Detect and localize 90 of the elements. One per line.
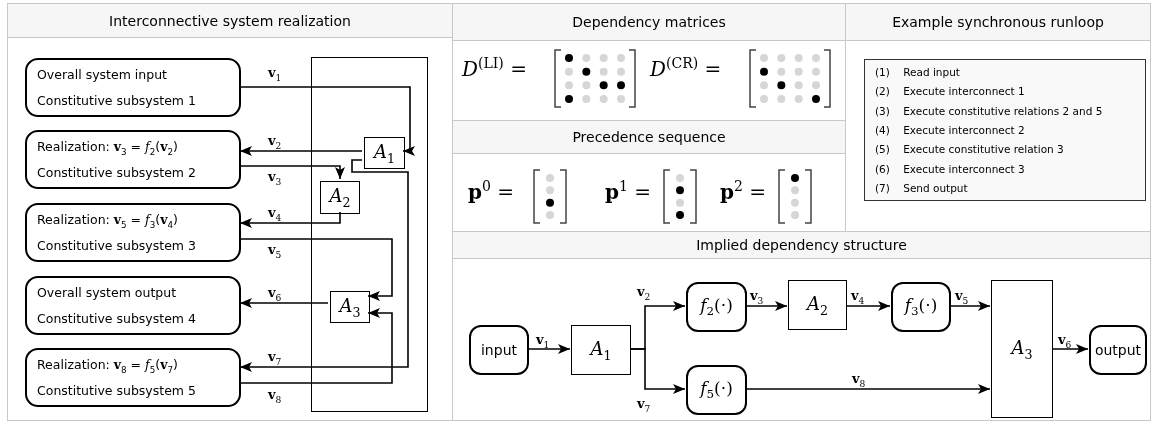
arrow xyxy=(239,165,345,180)
terminal-box xyxy=(1089,325,1147,375)
math-label: D$^{(CR)}$ = xyxy=(650,55,722,81)
arrow xyxy=(845,301,891,311)
interconnect-block xyxy=(991,280,1053,418)
terminal-box xyxy=(469,325,529,375)
edge-label: v$_{3}$ xyxy=(268,170,282,187)
edge-label: v$_{3}$ xyxy=(750,289,764,306)
arrow xyxy=(239,211,341,228)
box-text: output xyxy=(1094,342,1142,358)
arrow xyxy=(629,348,686,394)
math-label: D$^{(LI)}$ = xyxy=(462,55,527,81)
edge-label: v$_{4}$ xyxy=(268,206,282,223)
interconnect-block xyxy=(571,325,631,375)
panel-title: Interconnective system realization xyxy=(8,4,452,38)
box-text: Overall system input xyxy=(37,67,168,83)
box-text: Realization: v$_{3}$ = f$_{2}$(v$_{2}$) xyxy=(37,138,179,157)
box-text: Realization: v$_{8}$ = f$_{5}$(v$_{7}$) xyxy=(37,356,179,375)
interconnect-block xyxy=(364,137,405,169)
block-label: A$_{2}$ xyxy=(807,292,828,318)
edge-label: v$_{1}$ xyxy=(536,333,550,350)
list-item: (7) Send output xyxy=(875,181,969,194)
list-item: (4) Execute interconnect 2 xyxy=(875,124,1026,136)
edge-label: v$_{1}$ xyxy=(268,66,282,83)
math-label: p$^{0}$ = xyxy=(468,178,515,204)
edge-label: v$_{5}$ xyxy=(268,243,282,260)
edge-label: v$_{6}$ xyxy=(268,286,282,303)
subsystem-box xyxy=(25,348,241,407)
edge-label: v$_{7}$ xyxy=(268,350,282,367)
arrow xyxy=(1051,344,1089,354)
subsystem-box xyxy=(25,130,241,189)
box-text: Constitutive subsystem 1 xyxy=(37,92,197,108)
panel-title: Dependency matrices xyxy=(453,4,845,41)
function-box xyxy=(891,282,951,332)
box-text: f$_{5}$(·) xyxy=(700,378,733,402)
arrow xyxy=(239,159,409,372)
function-box xyxy=(686,282,747,332)
arrow xyxy=(239,238,393,301)
block-label: A$_{3}$ xyxy=(1011,336,1033,362)
subsystem-box xyxy=(25,58,241,117)
interconnect-block xyxy=(330,291,370,323)
list-item: (6) Execute interconnect 3 xyxy=(875,162,1026,175)
box-text: f$_{2}$(·) xyxy=(700,295,733,319)
arrow xyxy=(527,344,571,354)
interconnect-block xyxy=(320,181,360,214)
edge-label: v$_{6}$ xyxy=(1058,333,1072,350)
box-text: Realization: v$_{5}$ = f$_{3}$(v$_{4}$) xyxy=(37,211,179,230)
arrow xyxy=(239,146,363,156)
block-label: A$_{3}$ xyxy=(339,294,361,320)
arrow xyxy=(949,301,991,311)
arrow xyxy=(239,298,329,308)
box-text: Overall system output xyxy=(37,285,178,301)
box-text: Constitutive subsystem 3 xyxy=(37,238,197,254)
box-text: f$_{3}$(·) xyxy=(904,295,938,319)
interconnect-block xyxy=(788,280,847,330)
subsystem-box xyxy=(25,276,241,335)
box-text: Constitutive subsystem 4 xyxy=(37,310,197,326)
edge-label: v$_{8}$ xyxy=(268,388,282,405)
box-text: Constitutive subsystem 2 xyxy=(37,165,197,181)
edge-label: v$_{2}$ xyxy=(268,134,282,151)
runloop-box xyxy=(864,59,1146,201)
edge-label: v$_{4}$ xyxy=(851,289,865,306)
edge-label: v$_{2}$ xyxy=(637,285,651,302)
list-item: (3) Execute constitutive relations 2 and 5 xyxy=(875,104,1104,117)
panel-title: Example synchronous runloop xyxy=(846,4,1150,41)
box-text: input xyxy=(481,342,517,358)
edge-label: v$_{8}$ xyxy=(852,372,866,389)
edge-label: v$_{5}$ xyxy=(955,289,969,306)
function-box xyxy=(686,365,747,415)
panel xyxy=(845,3,1151,232)
panel-title: Implied dependency structure xyxy=(453,232,1150,259)
list-item: (1) Read input xyxy=(875,66,961,78)
block-label: A$_{1}$ xyxy=(374,140,395,166)
block-label: A$_{2}$ xyxy=(329,185,351,210)
arrow xyxy=(239,86,415,156)
list-item: (5) Execute constitutive relation 3 xyxy=(875,143,1065,156)
panel xyxy=(452,231,1151,421)
arrow xyxy=(745,301,788,311)
math-label: p$^{2}$ = xyxy=(720,178,767,204)
arrow xyxy=(239,308,393,384)
interconnect-box xyxy=(311,57,428,412)
math-label: p$^{1}$ = xyxy=(605,178,652,204)
edge-label: v$_{7}$ xyxy=(637,397,651,414)
panel-title: Precedence sequence xyxy=(453,121,845,154)
list-item: (2) Execute interconnect 1 xyxy=(875,85,1026,98)
box-text: Constitutive subsystem 5 xyxy=(37,383,197,399)
subsystem-box xyxy=(25,203,241,262)
panel xyxy=(7,3,453,421)
block-label: A$_{1}$ xyxy=(590,337,612,363)
arrow xyxy=(745,384,991,394)
